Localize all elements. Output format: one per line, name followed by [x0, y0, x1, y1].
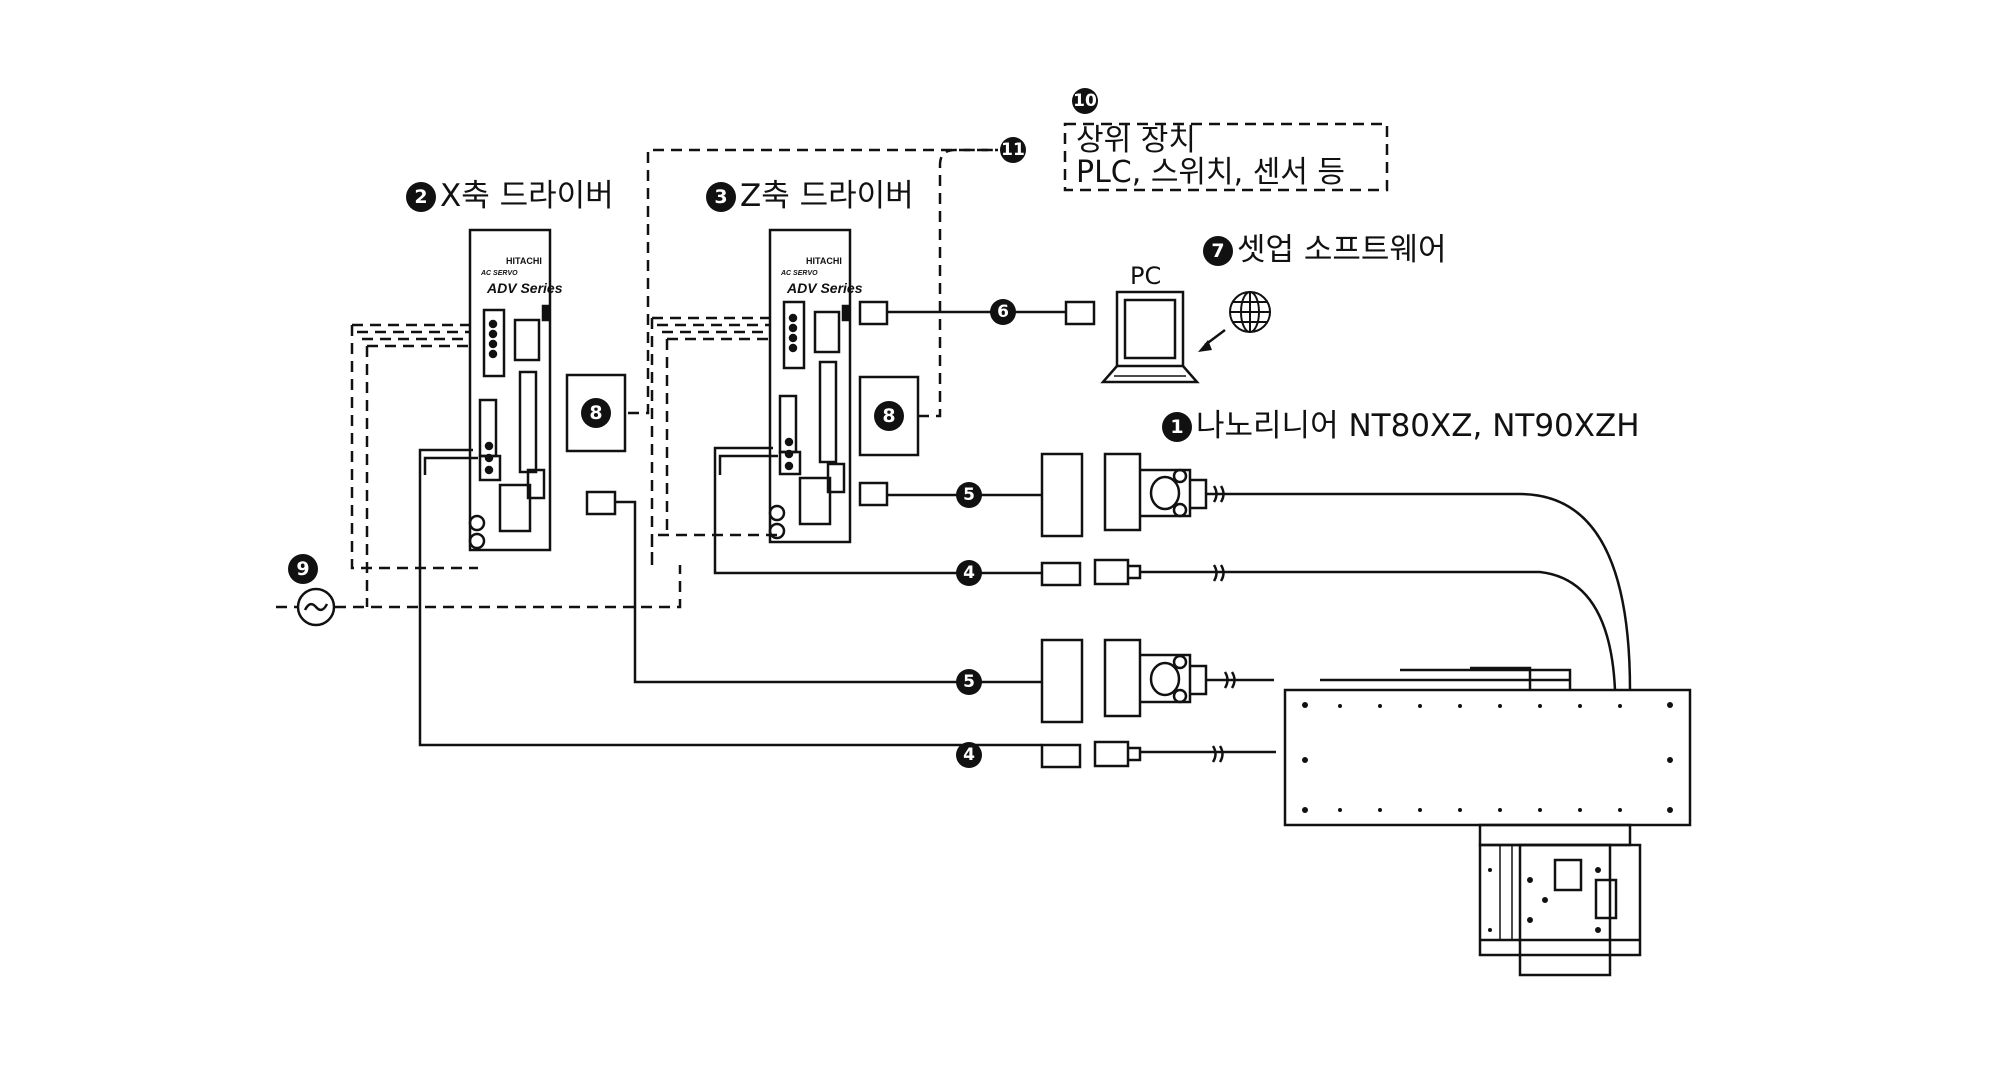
connectors [565, 300, 1096, 769]
marker-5-x: 5 [956, 669, 982, 695]
z-axis-driver [768, 228, 852, 544]
marker-11: 11 [1000, 137, 1026, 163]
marker-4-z: 4 [956, 560, 982, 586]
marker-6: 6 [990, 299, 1016, 325]
x-driver-series: ADV Series [487, 280, 563, 296]
marker-4-x: 4 [956, 742, 982, 768]
globe-icon [1229, 291, 1271, 333]
marker-5-z: 5 [956, 482, 982, 508]
z-driver-series: ADV Series [787, 280, 863, 296]
marker-2: 2 [406, 182, 436, 212]
marker-8-z: 8 [874, 401, 904, 431]
setup-software-label: 셋업 소프트웨어 [1237, 232, 1447, 268]
nanolinear-label: 나노리니어 NT80XZ, NT90XZH [1196, 408, 1640, 444]
marker-10: 10 [1072, 88, 1098, 114]
z-driver-label: Z축 드라이버 [740, 178, 914, 214]
host-device-label: 상위 장치 [1076, 123, 1196, 158]
marker-8-x: 8 [581, 398, 611, 428]
marker-1: 1 [1162, 412, 1192, 442]
solid-cables [418, 310, 1632, 754]
pc-laptop [1100, 290, 1200, 384]
z-driver-maker: HITACHI [806, 256, 842, 266]
pc-label: PC [1130, 262, 1162, 290]
x-driver-maker: HITACHI [506, 256, 542, 266]
marker-7: 7 [1203, 236, 1233, 266]
x-driver-label: X축 드라이버 [440, 178, 614, 214]
ac-power-icon [296, 587, 336, 627]
marker-3: 3 [706, 182, 736, 212]
stage-holes [1302, 702, 1673, 933]
x-driver-type: AC SERVO [481, 270, 518, 277]
nano-linear-stage [1283, 666, 1692, 977]
z-driver-type: AC SERVO [781, 270, 818, 277]
dsub-connectors [1093, 452, 1236, 768]
x-axis-driver [468, 228, 552, 552]
host-device-examples: PLC, 스위치, 센서 등 [1076, 155, 1346, 190]
dashed-lines [276, 122, 1389, 609]
marker-9: 9 [288, 554, 318, 584]
